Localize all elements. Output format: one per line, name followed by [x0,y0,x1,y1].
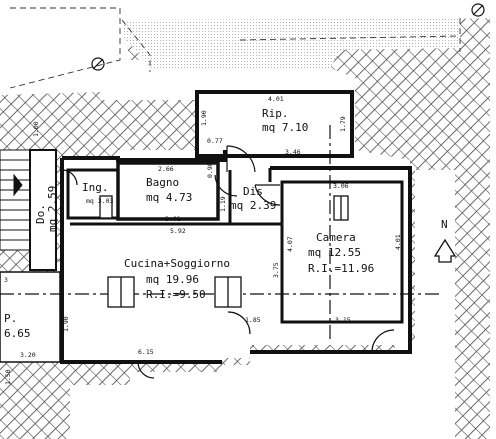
svg-text:4.01: 4.01 [394,234,402,250]
svg-text:P.: P. [4,312,17,325]
svg-text:N: N [441,218,448,231]
svg-text:Ing.: Ing. [82,181,109,194]
svg-text:1.79: 1.79 [339,116,347,132]
fixtures [99,195,349,308]
svg-text:R.I.=11.96: R.I.=11.96 [308,262,374,275]
staircase [0,149,61,363]
svg-text:3.20: 3.20 [20,351,36,359]
svg-text:6.15: 6.15 [138,348,154,356]
svg-text:Bagno: Bagno [146,176,179,189]
svg-text:R.I.=9.50: R.I.=9.50 [146,288,206,301]
svg-text:1.85: 1.85 [245,316,261,324]
svg-text:4.07: 4.07 [286,236,294,252]
svg-text:0.98: 0.98 [206,162,214,178]
svg-text:1.50: 1.50 [4,369,12,385]
room-label-ing: Ing. mq 3.03 [82,181,113,205]
svg-text:6.65: 6.65 [4,327,31,340]
svg-text:mq 12.55: mq 12.55 [308,246,361,259]
svg-text:mq 7.10: mq 7.10 [262,121,308,134]
axis-marker-icon [91,3,485,71]
svg-text:5.92: 5.92 [170,227,186,235]
svg-text:3.46: 3.46 [285,148,301,156]
svg-text:mq 2.39: mq 2.39 [230,199,276,212]
svg-text:mq 19.96: mq 19.96 [146,273,199,286]
svg-text:Rip.: Rip. [262,107,289,120]
svg-text:2.66: 2.66 [158,165,174,173]
svg-text:Do.: Do. [34,204,47,224]
svg-text:0.77: 0.77 [207,137,223,145]
svg-text:4.01: 4.01 [268,95,284,103]
svg-text:1.19: 1.19 [219,196,227,212]
svg-text:mq 3.03: mq 3.03 [86,197,113,205]
svg-text:1.90: 1.90 [62,316,70,332]
svg-text:Dis: Dis [243,185,263,198]
svg-text:3.75: 3.75 [272,262,280,278]
svg-text:mq 2.59: mq 2.59 [46,186,59,232]
room-label-bagno: Bagno mq 4.73 [146,176,192,204]
property-lines [9,7,461,89]
dimension-labels: 4.01 1.90 0.77 3.46 1.79 2.66 0.98 3.01 … [4,95,402,385]
room-label-dis: Dis mq 2.39 [230,185,276,212]
svg-text:3.01: 3.01 [165,215,181,223]
svg-text:3.15: 3.15 [335,316,351,324]
room-label-camera: Camera mq 12.55 R.I.=11.96 [308,231,374,275]
room-label-portico: P. 6.65 [4,312,31,340]
room-label-doccia: Do. mq 2.59 [34,186,59,232]
svg-text:1.00: 1.00 [32,121,40,137]
svg-text:Cucina+Soggiorno: Cucina+Soggiorno [124,257,230,270]
svg-text:1.90: 1.90 [200,110,208,126]
room-label-cucina: Cucina+Soggiorno mq 19.96 R.I.=9.50 [124,257,230,301]
room-label-rip: Rip. mq 7.10 [262,107,308,134]
svg-text:Camera: Camera [316,231,356,244]
walls [60,90,412,364]
svg-text:3: 3 [4,276,8,284]
svg-text:mq 4.73: mq 4.73 [146,191,192,204]
svg-text:3.06: 3.06 [333,182,349,190]
north-arrow-icon: N [433,218,457,263]
